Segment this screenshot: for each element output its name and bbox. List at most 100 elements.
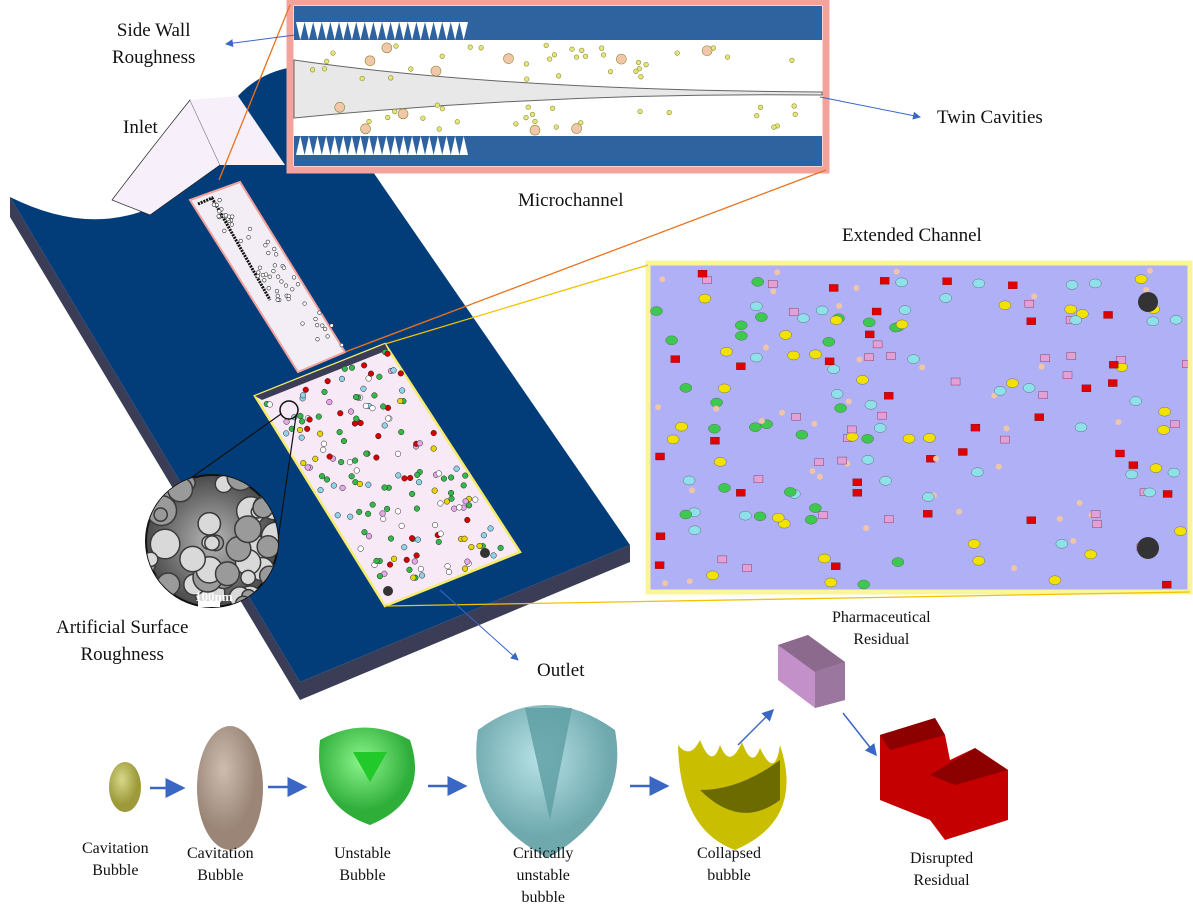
particle xyxy=(385,415,392,422)
particle xyxy=(1062,371,1073,379)
particle xyxy=(818,553,831,564)
particle xyxy=(362,402,369,409)
bubble xyxy=(643,62,649,68)
particle xyxy=(735,331,748,341)
grain xyxy=(240,569,257,586)
bubble xyxy=(275,297,280,302)
particle xyxy=(330,482,337,489)
bubble xyxy=(757,104,764,110)
particle xyxy=(836,302,843,309)
particle xyxy=(856,356,863,363)
particle xyxy=(1137,537,1159,559)
bubble xyxy=(523,61,529,67)
particle xyxy=(1031,293,1038,300)
particle xyxy=(1000,435,1010,444)
extended-channel-inset xyxy=(645,260,1193,595)
particle xyxy=(369,501,376,508)
tooth xyxy=(364,136,374,155)
particle xyxy=(376,373,383,380)
particle xyxy=(304,464,311,471)
particle xyxy=(353,467,360,474)
particle xyxy=(872,340,883,349)
bubble xyxy=(582,53,589,59)
tooth xyxy=(407,22,417,40)
particle xyxy=(787,350,800,361)
particle xyxy=(266,401,273,408)
inlet-region xyxy=(111,99,221,216)
particle xyxy=(460,482,467,489)
particle xyxy=(736,362,746,370)
particle xyxy=(375,433,382,440)
extended-channel-label: Extended Channel xyxy=(842,225,982,246)
bubble xyxy=(286,293,291,299)
particle xyxy=(443,498,450,505)
bubble xyxy=(569,46,575,52)
bubble xyxy=(638,74,644,80)
bubble xyxy=(599,45,605,51)
particle xyxy=(444,563,451,570)
tooth xyxy=(296,22,305,40)
collapsed-bubble-shadow xyxy=(700,760,780,813)
particle xyxy=(822,337,835,347)
particle xyxy=(1034,413,1044,421)
particle xyxy=(386,561,394,568)
particle xyxy=(791,413,801,421)
particle xyxy=(708,423,721,434)
particle xyxy=(895,319,909,330)
particle xyxy=(296,426,304,434)
particle xyxy=(1076,500,1083,507)
bubble xyxy=(322,326,328,332)
bubble xyxy=(272,263,277,268)
particle xyxy=(879,476,892,486)
particle xyxy=(689,487,696,494)
particle xyxy=(829,284,839,292)
particle xyxy=(772,512,785,523)
particle xyxy=(384,350,391,357)
particle xyxy=(297,412,304,420)
particle xyxy=(809,349,822,360)
bubble xyxy=(388,75,394,81)
particle xyxy=(1022,383,1036,393)
particle xyxy=(1069,315,1082,325)
particle xyxy=(397,370,404,377)
particle xyxy=(413,505,420,512)
particle xyxy=(1157,425,1170,435)
particle xyxy=(1143,487,1156,498)
particle xyxy=(688,525,701,535)
bubble xyxy=(543,42,549,48)
particle xyxy=(363,450,370,457)
particle xyxy=(919,364,926,371)
particle xyxy=(365,375,372,382)
tooth xyxy=(304,22,314,40)
particle xyxy=(445,568,453,576)
particle xyxy=(352,394,360,401)
particle xyxy=(886,352,896,360)
bubble xyxy=(255,273,260,279)
particle xyxy=(884,392,894,400)
particle xyxy=(462,472,469,479)
particle xyxy=(706,570,719,581)
tooth xyxy=(296,136,305,155)
bubble xyxy=(556,73,562,79)
particle xyxy=(381,484,388,491)
particle xyxy=(361,362,368,369)
particle xyxy=(830,389,844,399)
particle xyxy=(1089,278,1102,289)
particle xyxy=(846,432,859,442)
particle xyxy=(464,558,471,565)
particle xyxy=(380,515,387,522)
particle xyxy=(461,565,469,572)
grain xyxy=(156,572,181,597)
bubble xyxy=(302,301,307,306)
bubble xyxy=(313,316,318,322)
particle xyxy=(809,503,822,513)
particle xyxy=(1146,316,1160,326)
bubble xyxy=(551,52,558,58)
bubble xyxy=(420,115,426,121)
tooth xyxy=(339,136,348,155)
particle xyxy=(933,455,940,462)
inset-bubbles xyxy=(309,42,798,136)
bubble xyxy=(317,310,322,315)
particle xyxy=(879,277,890,285)
